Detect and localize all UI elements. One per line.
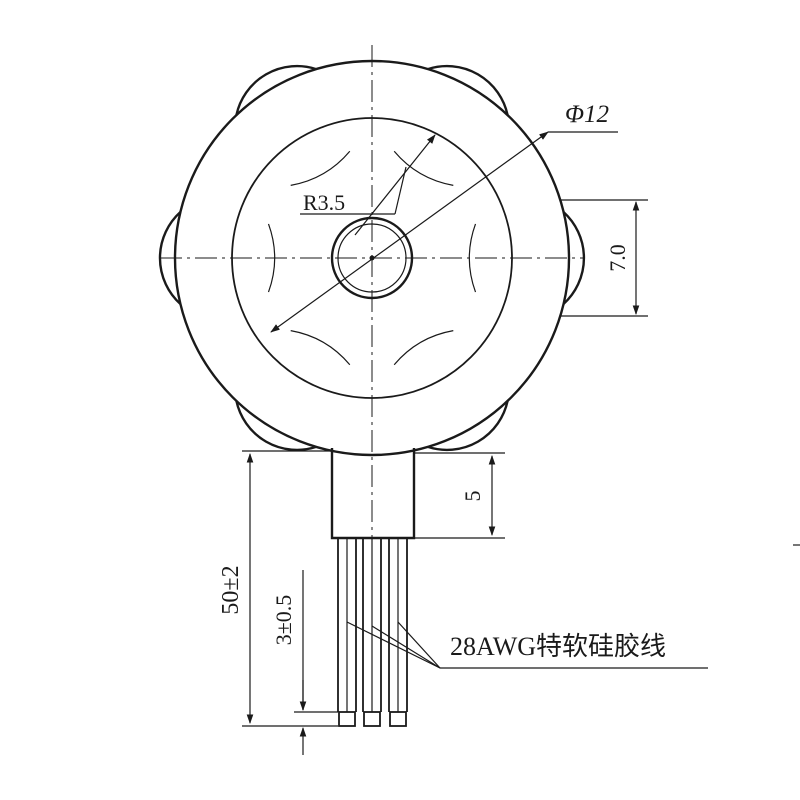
wire-2-tip [363,711,381,727]
magnet-pocket-6 [427,400,509,452]
lead-length-label: 50±2 [218,565,244,614]
wire-1-tip [338,711,356,727]
wire-3-tip [389,711,407,727]
magnet-pocket-4 [158,211,182,305]
magnet-face-3 [290,150,351,186]
outer-circle [173,59,571,457]
diameter-label: Φ12 [565,101,609,128]
magnet-pocket-3 [235,64,317,116]
magnet-pocket-2 [427,64,509,116]
wire-note-leader-2 [371,625,441,669]
magnet-pocket-5 [235,400,317,452]
radius-pointer [394,166,407,215]
neck-length-label: 5 [460,491,485,502]
radius-label: R3.5 [303,190,345,215]
radius-arrow [354,134,436,236]
magnet-face-5 [290,330,351,366]
height-label: 7.0 [605,244,630,272]
lead-neck [330,448,416,540]
wire-note-leader-1 [346,621,441,669]
lead-wires [337,538,408,727]
diameter-dimension-line [270,131,549,333]
wire-note-leader-3 [397,621,441,669]
wire-note-label: 28AWG特软硅胶线 [450,632,666,661]
magnet-face-1 [468,223,477,293]
strip-length-label: 3±0.5 [271,595,296,646]
magnet-face-6 [393,330,454,366]
magnet-pocket-1 [562,211,586,305]
